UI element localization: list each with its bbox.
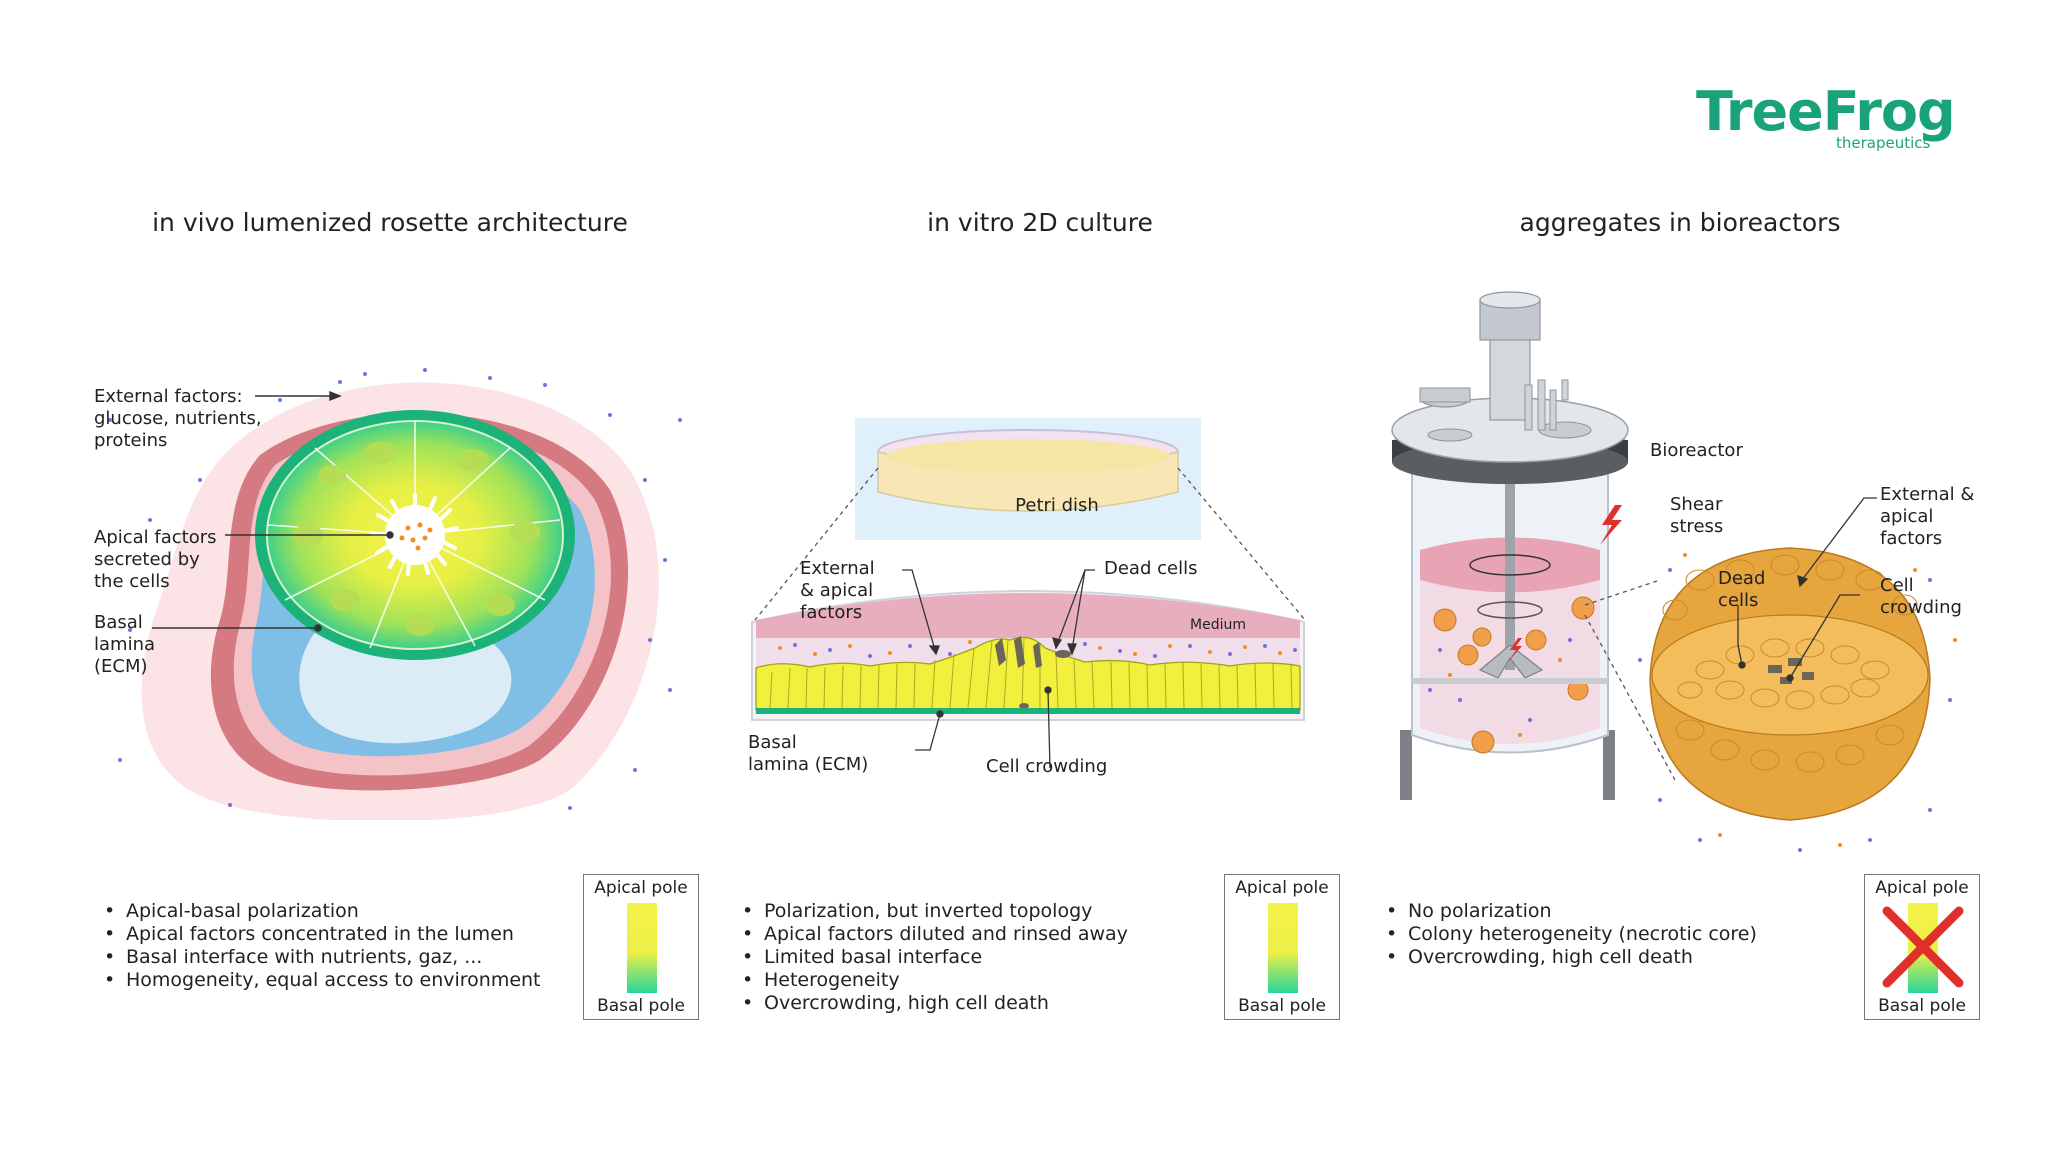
dead-cells bbox=[995, 636, 1071, 709]
label-dead-cells-3: Dead cells bbox=[1718, 568, 1766, 611]
petri-medium-top bbox=[886, 439, 1170, 473]
bioreactor-legs bbox=[1400, 730, 1615, 800]
label-basal-lamina: Basal lamina (ECM) bbox=[94, 612, 156, 677]
probes bbox=[1524, 379, 1569, 431]
apical-pole-label: Apical pole bbox=[1235, 878, 1329, 898]
label-cell-crowding-3: Cell crowding bbox=[1880, 575, 1962, 618]
label-shear-stress: Shear stress bbox=[1670, 494, 1724, 537]
aggregate-spheres bbox=[1433, 596, 1595, 754]
panel-title-bioreactor: aggregates in bioreactors bbox=[1519, 208, 1841, 237]
petri-dish-illustration bbox=[751, 418, 1306, 769]
treefrog-logo: TreeFrog therapeutics bbox=[1696, 82, 1986, 162]
label-medium: Medium bbox=[1190, 617, 1246, 633]
apical-factors-dots bbox=[399, 522, 433, 551]
port-left-body bbox=[1419, 387, 1471, 403]
polarity-gradient-bar bbox=[627, 903, 657, 993]
zoom-line-top bbox=[1584, 579, 1661, 606]
zoom-line-right bbox=[1177, 467, 1306, 621]
label-cell-crowding-2d: Cell crowding bbox=[986, 756, 1108, 777]
ecm-band bbox=[756, 708, 1300, 714]
cell-layer bbox=[755, 636, 1301, 711]
in-vivo-bullets: Apical-basal polarization Apical factors… bbox=[104, 900, 541, 992]
bullet-item: Homogeneity, equal access to environment bbox=[104, 969, 541, 992]
bullet-item: Basal interface with nutrients, gaz, ... bbox=[104, 946, 541, 969]
impeller-blade bbox=[1478, 644, 1544, 679]
label-apical-factors: Apical factors secreted by the cells bbox=[94, 527, 217, 592]
label-petri-dish: Petri dish bbox=[1015, 495, 1099, 516]
bullet-item: Apical factors concentrated in the lumen bbox=[104, 923, 541, 946]
bullet-item: Polarization, but inverted topology bbox=[742, 900, 1128, 923]
label-external-factors: External factors: glucose, nutrients, pr… bbox=[94, 386, 262, 451]
bioreactor-bullets: No polarization Colony heterogeneity (ne… bbox=[1386, 900, 1757, 969]
factor-dots-purple bbox=[793, 642, 1297, 658]
logo-wordmark: TreeFrog bbox=[1696, 80, 1956, 143]
label-external-apical-3: External & apical factors bbox=[1880, 484, 1975, 549]
vessel-dots-orange bbox=[1448, 658, 1562, 737]
bullet-item: Colony heterogeneity (necrotic core) bbox=[1386, 923, 1757, 946]
bullet-item: Apical-basal polarization bbox=[104, 900, 541, 923]
microvilli bbox=[371, 493, 459, 576]
leader-lines bbox=[152, 390, 394, 632]
bioreactor-illustration bbox=[1391, 291, 1957, 852]
in-vitro-bullets: Polarization, but inverted topology Apic… bbox=[742, 900, 1128, 1015]
motor-column bbox=[1489, 329, 1531, 421]
apical-pole-label: Apical pole bbox=[594, 878, 688, 898]
motor-cap bbox=[1479, 291, 1541, 309]
apical-pole-label: Apical pole bbox=[1875, 878, 1969, 898]
port-disc-1 bbox=[1427, 428, 1473, 442]
bullet-item: No polarization bbox=[1386, 900, 1757, 923]
label-external-apical: External & apical factors bbox=[800, 558, 875, 623]
polarity-legend-bioreactor: Apical pole Basal pole bbox=[1864, 874, 1980, 1020]
external-factor-dots bbox=[108, 368, 682, 810]
aggregate-dots bbox=[1638, 568, 1952, 852]
rosette-illustration bbox=[108, 368, 682, 820]
basal-pole-label: Basal pole bbox=[1238, 996, 1326, 1016]
label-dead-cells: Dead cells bbox=[1104, 558, 1198, 579]
polarity-legend-in-vitro: Apical pole Basal pole bbox=[1224, 874, 1340, 1020]
logo-subtitle: therapeutics bbox=[1836, 134, 1931, 152]
polarity-legend-in-vivo: Apical pole Basal pole bbox=[583, 874, 699, 1020]
port-disc-2 bbox=[1538, 421, 1592, 439]
aggregate-cells bbox=[1662, 554, 1918, 773]
vessel-ring bbox=[1412, 678, 1608, 684]
label-bioreactor: Bioreactor bbox=[1650, 440, 1743, 461]
rotation-arrow-2 bbox=[1477, 601, 1543, 619]
polarity-gradient-bar bbox=[1268, 903, 1298, 993]
necrotic-core bbox=[1768, 658, 1814, 684]
bullet-item: Apical factors diluted and rinsed away bbox=[742, 923, 1128, 946]
bullet-item: Overcrowding, high cell death bbox=[742, 992, 1128, 1015]
rotation-arrow-1 bbox=[1469, 554, 1551, 576]
panel-title-in-vivo: in vivo lumenized rosette architecture bbox=[152, 208, 628, 237]
bullet-item: Limited basal interface bbox=[742, 946, 1128, 969]
no-polarity-x-icon bbox=[1882, 906, 1964, 988]
leader-lines-2d bbox=[902, 569, 1095, 769]
lumen bbox=[385, 505, 445, 565]
bullet-item: Overcrowding, high cell death bbox=[1386, 946, 1757, 969]
medium-layer bbox=[756, 593, 1300, 638]
leader-lines-bioreactor bbox=[1737, 497, 1877, 682]
shear-bolt-small-icon bbox=[1508, 638, 1522, 662]
shear-bolt-icon bbox=[1600, 505, 1622, 545]
aggregate-dots-orange bbox=[1683, 553, 1957, 847]
cell-outlines bbox=[769, 636, 1293, 709]
label-basal-lamina-2d: Basal lamina (ECM) bbox=[748, 732, 869, 775]
zoom-line-left bbox=[754, 467, 879, 621]
bullet-item: Heterogeneity bbox=[742, 969, 1128, 992]
factor-dots-orange bbox=[778, 640, 1282, 656]
basal-pole-label: Basal pole bbox=[1878, 996, 1966, 1016]
impeller-shaft bbox=[1505, 400, 1515, 670]
cell-nuclei bbox=[293, 442, 540, 636]
basal-pole-label: Basal pole bbox=[597, 996, 685, 1016]
panel-title-in-vitro: in vitro 2D culture bbox=[927, 208, 1153, 237]
